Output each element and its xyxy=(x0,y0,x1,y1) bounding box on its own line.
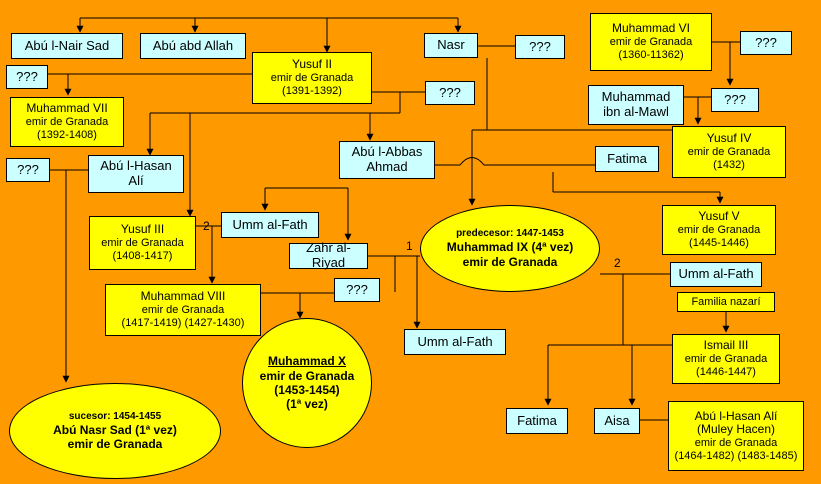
person-muhammad-ibn-al-mawl: Muhammad ibn al-Mawl xyxy=(588,85,684,125)
person-name: Muhammad VI xyxy=(611,21,691,36)
unknown-person-1: ??? xyxy=(515,35,565,59)
unknown-person-5: ??? xyxy=(711,88,759,112)
reign-note: sucesor: 1454-1455 xyxy=(68,410,162,422)
group-name: Familia nazarí xyxy=(691,295,761,308)
unknown-person-3: ??? xyxy=(6,65,48,89)
person-muhammad-viii: Muhammad VIII emir de Granada (1417-1419… xyxy=(105,284,261,336)
person-name: Yusuf II xyxy=(291,57,333,72)
person-name: Abú l-Nair Sad xyxy=(24,37,110,53)
person-years: (1408-1417) xyxy=(112,249,173,262)
unknown-person-2: ??? xyxy=(740,31,792,55)
person-name: Umm al-Fath xyxy=(678,266,754,282)
person-title: emir de Granada xyxy=(677,224,761,237)
person-yusuf-iii: Yusuf III emir de Granada (1408-1417) xyxy=(89,216,196,270)
unknown-person-4: ??? xyxy=(425,81,475,105)
person-fatima-top: Fatima xyxy=(595,146,659,172)
unknown-label: ??? xyxy=(755,34,777,50)
person-name: Aisa xyxy=(604,412,630,428)
person-zahr-al-riyad: Zahr al-Riyad xyxy=(289,240,368,270)
unknown-label: ??? xyxy=(439,84,461,100)
unknown-label: ??? xyxy=(529,38,551,54)
person-years: (1360-11362) xyxy=(618,48,684,61)
person-title: emir de Granada xyxy=(141,304,225,317)
person-name: Yusuf V xyxy=(698,209,740,224)
person-years: (1445-1446) xyxy=(689,236,749,249)
person-years: (1391-1392) xyxy=(282,84,342,97)
person-name-cont: ibn al-Mawl xyxy=(603,104,669,119)
person-name: Abú l-Abbas xyxy=(351,144,423,160)
person-title: emir de Granada xyxy=(609,36,693,49)
person-name: Abú l-Hasan Alí xyxy=(694,408,778,423)
person-title: emir de Granada xyxy=(270,72,354,85)
person-title: emir de Granada xyxy=(462,254,558,269)
person-name: Yusuf III xyxy=(120,222,165,237)
person-name: Abú Nasr Sad (1ª vez) xyxy=(53,422,177,437)
person-title: emir de Granada xyxy=(101,237,184,250)
person-fatima-bottom: Fatima xyxy=(506,408,568,434)
person-muhammad-vii: Muhammad VII emir de Granada (1392-1408) xyxy=(10,97,124,147)
person-name: Abú l-Hasan xyxy=(100,158,172,174)
person-muley-hacen: Abú l-Hasan Alí (Muley Hacen) emir de Gr… xyxy=(668,401,804,471)
person-yusuf-v: Yusuf V emir de Granada (1445-1446) xyxy=(662,205,776,255)
person-title: emir de Granada xyxy=(67,437,163,451)
person-name: Zahr al-Riyad xyxy=(306,240,351,270)
person-years: (1453-1454) xyxy=(274,383,340,397)
group-familia-nazari: Familia nazarí xyxy=(677,292,775,312)
person-name: Muhammad VII xyxy=(26,101,108,116)
person-title: emir de Granada xyxy=(259,368,355,383)
person-yusuf-iv: Yusuf IV emir de Granada (1432) xyxy=(672,126,786,178)
person-name: Fatima xyxy=(607,150,647,166)
unknown-label: ??? xyxy=(17,161,39,177)
unknown-person-7: ??? xyxy=(334,278,380,302)
person-abu-nair-sad: Abú l-Nair Sad xyxy=(11,33,123,59)
person-name: Ismail III xyxy=(703,338,749,353)
person-umm-al-fath-1: Umm al-Fath xyxy=(221,212,319,238)
person-umm-al-fath-2: Umm al-Fath xyxy=(670,262,762,287)
person-aisa: Aisa xyxy=(594,408,640,434)
person-name: Muhammad X xyxy=(267,354,346,369)
person-name: Muhammad VIII xyxy=(140,289,226,304)
person-name-cont: Ahmad xyxy=(366,159,408,174)
person-muhammad-ix: predecesor: 1447-1453 Muhammad IX (4ª ve… xyxy=(420,205,600,292)
unknown-label: ??? xyxy=(346,281,368,297)
person-alias: (Muley Hacen) xyxy=(696,422,776,437)
reign-count: (1ª vez) xyxy=(286,397,328,412)
marriage-order-label: 2 xyxy=(614,256,621,270)
person-years: (1392-1408) xyxy=(37,128,97,141)
person-nasr: Nasr xyxy=(424,33,478,58)
marriage-order-label: 1 xyxy=(406,239,413,253)
person-name: Fatima xyxy=(517,412,557,428)
person-name-cont: Alí xyxy=(128,173,144,188)
unknown-label: ??? xyxy=(724,91,746,107)
person-abu-nasr-sad: sucesor: 1454-1455 Abú Nasr Sad (1ª vez)… xyxy=(9,383,221,479)
person-years: (1417-1419) (1427-1430) xyxy=(121,316,245,329)
person-name: Nasr xyxy=(437,37,465,53)
person-muhammad-vi: Muhammad VI emir de Granada (1360-11362) xyxy=(590,13,712,71)
marriage-order-label: 2 xyxy=(203,219,210,233)
person-muhammad-x: Muhammad X emir de Granada (1453-1454) (… xyxy=(242,318,372,448)
person-abu-l-abbas-ahmad: Abú l-Abbas Ahmad xyxy=(339,141,435,179)
person-name: Umm al-Fath xyxy=(417,333,493,349)
person-abu-l-hasan-ali: Abú l-Hasan Alí xyxy=(88,155,184,193)
person-years: (1446-1447) xyxy=(696,365,756,378)
person-title: emir de Granada xyxy=(687,146,771,159)
person-abu-abd-allah: Abú abd Allah xyxy=(140,33,246,59)
person-yusuf-ii: Yusuf II emir de Granada (1391-1392) xyxy=(252,52,372,104)
person-name: Muhammad IX (4ª vez) xyxy=(446,240,574,255)
person-umm-al-fath-3: Umm al-Fath xyxy=(404,329,506,355)
reign-note: predecesor: 1447-1453 xyxy=(456,228,564,240)
person-years: (1464-1482) (1483-1485) xyxy=(674,449,798,462)
person-ismail-iii: Ismail III emir de Granada (1446-1447) xyxy=(672,334,780,384)
unknown-person-6: ??? xyxy=(6,158,50,182)
person-name: Abú abd Allah xyxy=(152,37,234,53)
person-title: emir de Granada xyxy=(684,353,768,366)
person-name: Yusuf IV xyxy=(706,131,752,146)
person-title: emir de Granada xyxy=(25,116,109,129)
person-title: emir de Granada xyxy=(694,437,778,450)
person-name: Umm al-Fath xyxy=(232,216,308,232)
person-years: (1432) xyxy=(713,158,745,171)
person-name: Muhammad xyxy=(601,89,671,105)
unknown-label: ??? xyxy=(16,68,38,84)
